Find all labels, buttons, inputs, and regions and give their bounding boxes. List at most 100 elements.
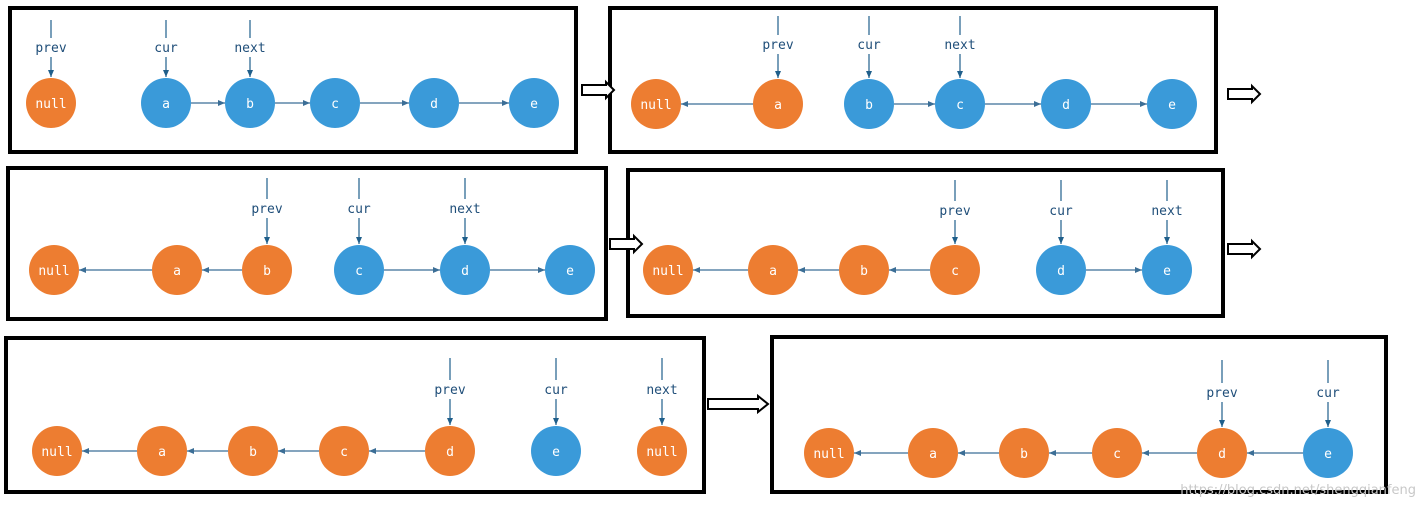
list-node-null: null (643, 245, 693, 295)
pointer-cur: cur (1049, 180, 1073, 244)
list-node-a: a (748, 245, 798, 295)
pointer-label: next (234, 41, 265, 56)
node-circle (1147, 79, 1197, 129)
pointer-cur: cur (154, 20, 178, 77)
panel-frame (6, 166, 608, 321)
node-circle (29, 245, 79, 295)
list-node-null: null (804, 428, 854, 478)
pointer-prev: prev (251, 178, 283, 244)
list-node-d: d (1197, 428, 1247, 478)
node-circle (310, 78, 360, 128)
pointer-label: next (449, 202, 480, 217)
pointer-next: next (944, 16, 976, 78)
node-circle (1142, 245, 1192, 295)
list-node-a: a (753, 79, 803, 129)
pointer-label: next (944, 38, 975, 53)
node-label: b (1020, 447, 1028, 462)
pointer-label: cur (154, 41, 178, 56)
watermark-text: https://blog.csdn.net/shengqianfeng (1180, 483, 1416, 498)
node-label: b (246, 97, 254, 112)
node-label: d (1062, 98, 1070, 113)
node-label: c (331, 97, 339, 112)
node-label: e (1163, 264, 1171, 279)
node-circle (1303, 428, 1353, 478)
pointer-label: prev (251, 202, 282, 217)
node-circle (748, 245, 798, 295)
list-node-b: b (228, 426, 278, 476)
pointer-label: cur (857, 38, 881, 53)
node-label: c (1113, 447, 1121, 462)
node-label: e (530, 97, 538, 112)
list-node-c: c (935, 79, 985, 129)
pointer-prev: prev (35, 20, 67, 77)
pointer-prev: prev (1206, 360, 1238, 427)
node-label: a (162, 97, 170, 112)
list-node-e: e (1303, 428, 1353, 478)
list-node-b: b (225, 78, 275, 128)
node-label: null (813, 447, 844, 462)
node-label: d (430, 97, 438, 112)
pointer-next: next (449, 178, 481, 244)
pointer-cur: cur (544, 358, 568, 425)
panel-frame (4, 336, 706, 494)
list-node-e: e (509, 78, 559, 128)
node-circle (152, 245, 202, 295)
node-label: d (446, 445, 454, 460)
node-label: null (640, 98, 671, 113)
node-circle (440, 245, 490, 295)
node-label: d (461, 264, 469, 279)
pointer-label: cur (1316, 386, 1340, 401)
node-label: c (355, 264, 363, 279)
node-label: null (646, 445, 677, 460)
list-node-b: b (999, 428, 1049, 478)
node-circle (1036, 245, 1086, 295)
panel-frame (626, 168, 1225, 318)
node-circle (319, 426, 369, 476)
node-label: null (38, 264, 69, 279)
panel-frame (608, 6, 1218, 154)
list-node-d: d (1041, 79, 1091, 129)
list-node-b: b (844, 79, 894, 129)
node-circle (643, 245, 693, 295)
node-circle (531, 426, 581, 476)
pointer-label: prev (939, 204, 970, 219)
node-circle (930, 245, 980, 295)
list-node-c: c (334, 245, 384, 295)
list-node-d: d (440, 245, 490, 295)
node-circle (908, 428, 958, 478)
node-circle (334, 245, 384, 295)
node-label: null (652, 264, 683, 279)
node-circle (1041, 79, 1091, 129)
node-circle (509, 78, 559, 128)
node-circle (225, 78, 275, 128)
pointer-next: next (646, 358, 678, 425)
pointer-label: prev (762, 38, 793, 53)
list-node-d: d (409, 78, 459, 128)
pointer-prev: prev (939, 180, 971, 244)
node-label: a (769, 264, 777, 279)
list-node-null: null (26, 78, 76, 128)
transition-arrow-5 (707, 393, 770, 415)
list-node-null: null (637, 426, 687, 476)
pointer-cur: cur (857, 16, 881, 78)
node-circle (545, 245, 595, 295)
list-node-a: a (152, 245, 202, 295)
pointer-label: cur (544, 383, 568, 398)
pointer-label: prev (35, 41, 66, 56)
list-node-a: a (137, 426, 187, 476)
node-circle (141, 78, 191, 128)
node-label: e (552, 445, 560, 460)
node-label: c (956, 98, 964, 113)
transition-arrow-2 (1227, 83, 1262, 105)
pointer-prev: prev (434, 358, 466, 425)
list-node-b: b (242, 245, 292, 295)
list-node-e: e (545, 245, 595, 295)
node-label: null (35, 97, 66, 112)
node-label: b (249, 445, 257, 460)
node-label: e (1168, 98, 1176, 113)
transition-arrow-1 (581, 79, 616, 101)
node-label: d (1057, 264, 1065, 279)
